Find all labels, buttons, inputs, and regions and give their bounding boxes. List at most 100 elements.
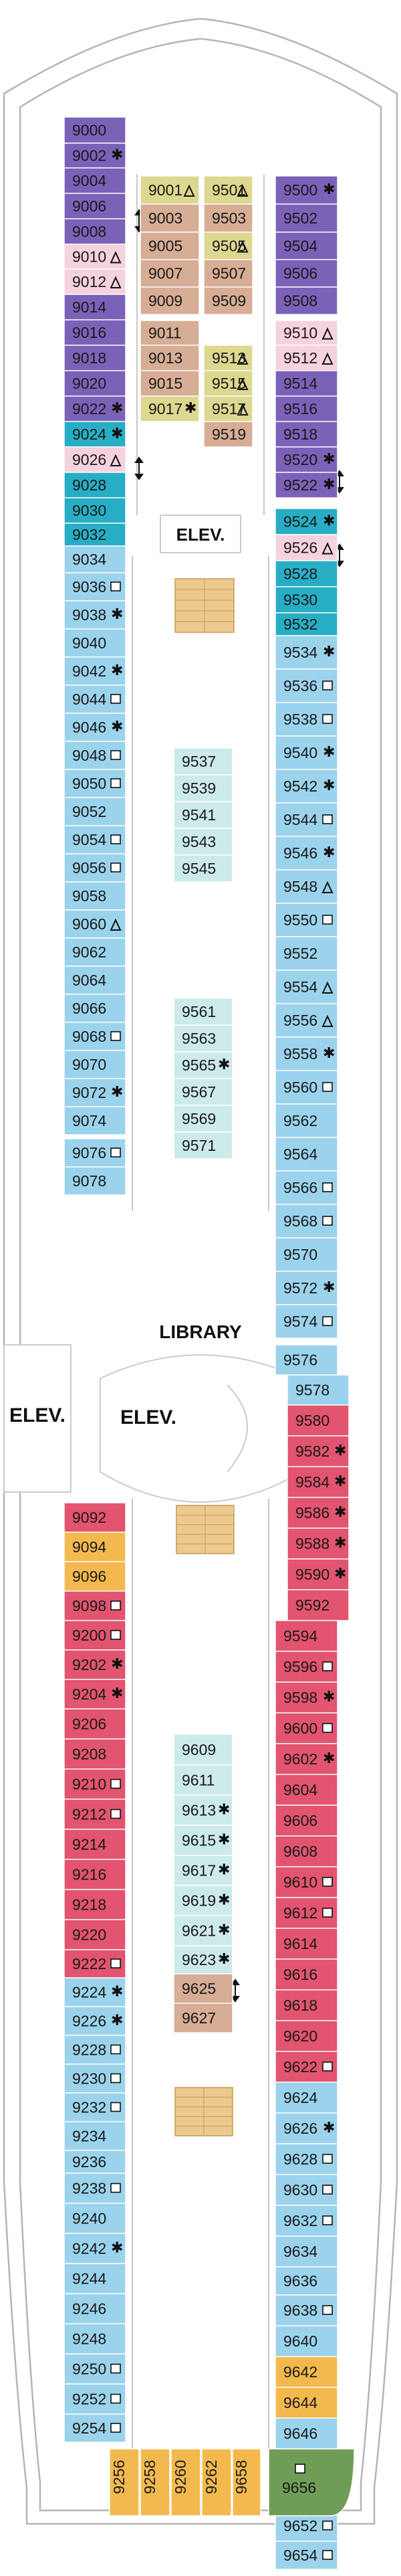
- cabin-block[interactable]: [63, 1738, 126, 1770]
- cabin-9644[interactable]: 9644: [275, 2387, 338, 2419]
- cabin-9560[interactable]: 9560: [275, 1070, 338, 1105]
- cabin-9638[interactable]: 9638: [275, 2294, 338, 2326]
- cabin-block[interactable]: [275, 1137, 338, 1172]
- cabin-9528[interactable]: 9528: [275, 560, 338, 587]
- cabin-9574[interactable]: 9574: [275, 1304, 338, 1339]
- cabin-9565[interactable]: 9565✱: [173, 1051, 233, 1079]
- cabin-block[interactable]: [173, 1131, 233, 1160]
- cabin-9248[interactable]: 9248: [63, 2323, 126, 2355]
- cabin-9632[interactable]: 9632: [275, 2205, 338, 2237]
- cabin-9594[interactable]: 9594: [275, 1620, 338, 1652]
- cabin-9628[interactable]: 9628: [275, 2143, 338, 2175]
- cabin-block[interactable]: [287, 1589, 350, 1621]
- cabin-block[interactable]: [63, 600, 126, 630]
- cabin-block[interactable]: [173, 1945, 233, 1974]
- cabin-9546[interactable]: 9546✱: [275, 836, 338, 870]
- cabin-block[interactable]: [203, 421, 253, 448]
- cabin-block[interactable]: [173, 1855, 233, 1886]
- cabin-9208[interactable]: 9208: [63, 1738, 126, 1770]
- cabin-9539[interactable]: 9539: [173, 774, 233, 802]
- cabin-9013[interactable]: 9013: [140, 345, 200, 371]
- cabin-block[interactable]: [63, 1166, 126, 1196]
- cabin-9220[interactable]: 9220: [63, 1919, 126, 1950]
- cabin-9540[interactable]: 9540✱: [275, 735, 338, 770]
- cabin-9517[interactable]: 9517: [203, 395, 253, 422]
- cabin-9238[interactable]: 9238: [63, 2173, 126, 2204]
- cabin-9532[interactable]: 9532: [275, 612, 338, 636]
- cabin-block[interactable]: [140, 232, 200, 260]
- cabin-9200[interactable]: 9200: [63, 1620, 126, 1651]
- cabin-9602[interactable]: 9602✱: [275, 1743, 338, 1775]
- cabin-block[interactable]: [63, 268, 126, 295]
- cabin-block[interactable]: [275, 635, 338, 670]
- cabin-block[interactable]: [287, 1466, 350, 1498]
- cabin-9096[interactable]: 9096: [63, 1561, 126, 1592]
- cabin-9556[interactable]: 9556: [275, 1003, 338, 1038]
- cabin-9062[interactable]: 9062: [63, 937, 126, 967]
- cabin-9615[interactable]: 9615✱: [173, 1825, 233, 1856]
- cabin-block[interactable]: [63, 2121, 126, 2151]
- cabin-block[interactable]: [63, 472, 126, 498]
- cabin-9609[interactable]: 9609: [173, 1734, 233, 1766]
- cabin-9543[interactable]: 9543: [173, 828, 233, 856]
- cabin-block[interactable]: [173, 1105, 233, 1133]
- cabin-9564[interactable]: 9564: [275, 1137, 338, 1172]
- cabin-9568[interactable]: 9568: [275, 1204, 338, 1238]
- cabin-block[interactable]: [173, 998, 233, 1026]
- cabin-9011[interactable]: 9011: [140, 320, 200, 346]
- cabin-9072[interactable]: 9072✱: [63, 1078, 126, 1107]
- cabin-9098[interactable]: 9098: [63, 1590, 126, 1621]
- cabin-block[interactable]: [140, 395, 200, 422]
- cabin-9608[interactable]: 9608: [275, 1835, 338, 1867]
- cabin-9214[interactable]: 9214: [63, 1829, 126, 1860]
- cabin-block[interactable]: [173, 801, 233, 829]
- cabin-block[interactable]: [275, 534, 338, 561]
- cabin-9544[interactable]: 9544: [275, 802, 338, 837]
- cabin-9625[interactable]: 9625: [173, 1973, 233, 2004]
- cabin-block[interactable]: [63, 656, 126, 686]
- cabin-9260[interactable]: 9260: [170, 2448, 201, 2516]
- cabin-9554[interactable]: 9554: [275, 970, 338, 1004]
- cabin-9510[interactable]: 9510: [275, 320, 338, 346]
- cabin-block[interactable]: [63, 116, 126, 144]
- cabin-block[interactable]: [275, 259, 338, 288]
- cabin-9058[interactable]: 9058: [63, 881, 126, 911]
- cabin-9534[interactable]: 9534✱: [275, 635, 338, 670]
- cabin-9001[interactable]: 9001: [140, 175, 200, 205]
- cabin-block[interactable]: [275, 560, 338, 587]
- cabin-9230[interactable]: 9230: [63, 2063, 126, 2094]
- cabin-9234[interactable]: 9234: [63, 2121, 126, 2151]
- cabin-9034[interactable]: 9034: [63, 545, 126, 573]
- cabin-9571[interactable]: 9571: [173, 1131, 233, 1160]
- cabin-9600[interactable]: 9600: [275, 1712, 338, 1744]
- cabin-block[interactable]: [173, 2003, 233, 2033]
- cabin-block[interactable]: [203, 345, 253, 371]
- cabin-block[interactable]: [63, 370, 126, 397]
- cabin-9236[interactable]: 9236: [63, 2150, 126, 2174]
- cabin-block[interactable]: [275, 836, 338, 870]
- cabin-block[interactable]: [275, 2235, 338, 2268]
- cabin-block[interactable]: [201, 2448, 232, 2516]
- cabin-9590[interactable]: 9590✱: [287, 1558, 350, 1590]
- cabin-9567[interactable]: 9567: [173, 1078, 233, 1106]
- cabin-block[interactable]: [275, 2112, 338, 2144]
- cabin-9224[interactable]: 9224✱: [63, 1977, 126, 2007]
- cabin-9515[interactable]: 9515: [203, 370, 253, 397]
- cabin-block[interactable]: [63, 1977, 126, 2007]
- cabin-9586[interactable]: 9586✱: [287, 1497, 350, 1529]
- cabin-9250[interactable]: 9250: [63, 2353, 126, 2385]
- cabin-9509[interactable]: 9509: [203, 286, 253, 315]
- cabin-9513[interactable]: 9513: [203, 345, 253, 371]
- cabin-9240[interactable]: 9240: [63, 2203, 126, 2234]
- cabin-block[interactable]: [287, 1558, 350, 1590]
- cabin-9646[interactable]: 9646: [275, 2417, 338, 2450]
- cabin-9598[interactable]: 9598✱: [275, 1681, 338, 1714]
- cabin-9010[interactable]: 9010: [63, 244, 126, 270]
- cabin-block[interactable]: [275, 612, 338, 636]
- cabin-9506[interactable]: 9506: [275, 259, 338, 288]
- cabin-9606[interactable]: 9606: [275, 1805, 338, 1837]
- cabin-9626[interactable]: 9626✱: [275, 2112, 338, 2144]
- cabin-9518[interactable]: 9518: [275, 421, 338, 448]
- cabin-9066[interactable]: 9066: [63, 994, 126, 1023]
- cabin-block[interactable]: [275, 286, 338, 315]
